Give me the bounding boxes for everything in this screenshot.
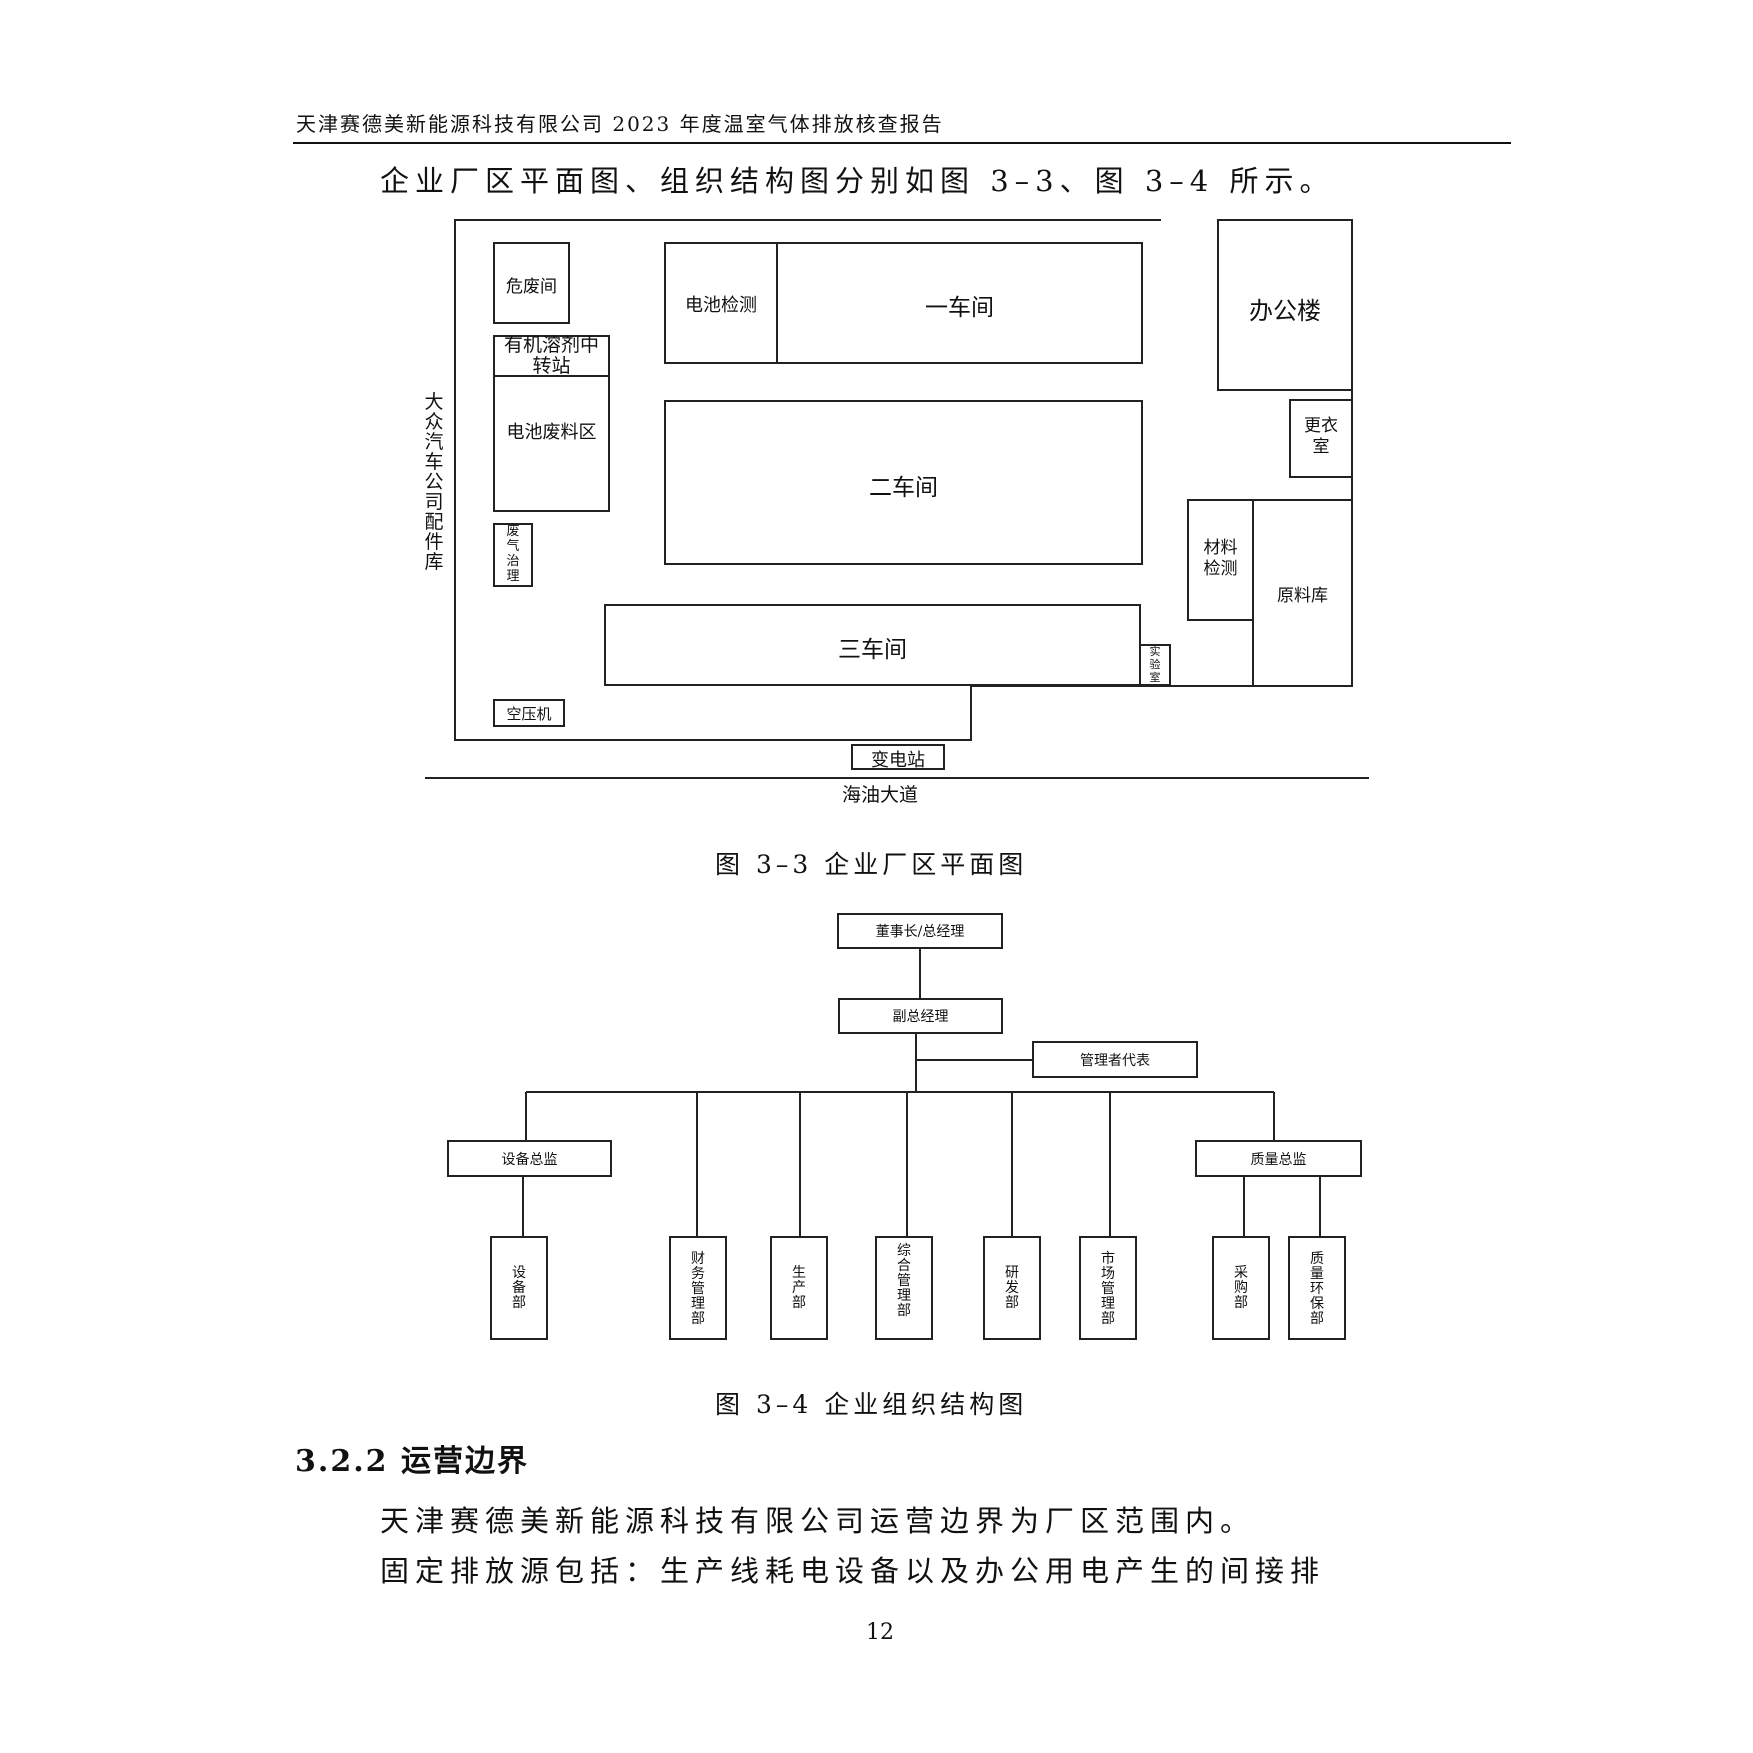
intro-paragraph: 企业厂区平面图、组织结构图分别如图 3–3、图 3–4 所示。 <box>380 164 1335 198</box>
section-heading: 3.2.2 运营边界 <box>295 1444 529 1479</box>
workshop-2-label: 二车间 <box>869 475 938 501</box>
workshop-3-label: 三车间 <box>838 637 907 663</box>
page-header: 天津赛德美新能源科技有限公司 2023 年度温室气体排放核查报告 <box>296 112 944 136</box>
office-box <box>1217 219 1353 391</box>
deputy-label: 副总经理 <box>892 1009 949 1025</box>
substation-label: 变电站 <box>871 750 925 771</box>
org-chart-caption: 图 3–4 企业组织结构图 <box>715 1390 1028 1419</box>
chairman-label: 董事长/总经理 <box>875 924 965 940</box>
road-label: 海油大道 <box>841 784 918 806</box>
department-label: 质量环保部 <box>1310 1251 1324 1327</box>
locker-box <box>1289 399 1353 478</box>
finance-dept-box <box>669 1236 727 1340</box>
section-paragraph-1: 天津赛德美新能源科技有限公司运营边界为厂区范围内。 <box>380 1504 1256 1538</box>
header-rule <box>293 142 1511 144</box>
deputy-box <box>838 998 1003 1034</box>
compressor-box <box>493 699 565 727</box>
page-number: 12 <box>866 1620 894 1645</box>
department-label: 财务管理部 <box>691 1251 705 1327</box>
locker-label: 更衣室 <box>1304 416 1338 457</box>
department-label: 市场管理部 <box>1101 1251 1115 1327</box>
solvent-station-label: 有机溶剂中转站 <box>503 334 599 377</box>
compressor-label: 空压机 <box>506 705 552 723</box>
market-dept-box <box>1079 1236 1137 1340</box>
quality-env-dept-box <box>1288 1236 1346 1340</box>
department-label: 采购部 <box>1234 1265 1248 1311</box>
workshop-1-box <box>776 242 1143 364</box>
lab-label: 实验室 <box>1149 645 1161 684</box>
section-paragraph-2: 固定排放源包括：生产线耗电设备以及办公用电产生的间接排 <box>380 1554 1326 1588</box>
equipment-director-label: 设备总监 <box>501 1152 558 1168</box>
rd-dept-box <box>983 1236 1041 1340</box>
raw-store-box <box>1252 499 1353 687</box>
substation-box <box>851 744 945 770</box>
battery-waste-label: 电池废料区 <box>506 422 597 443</box>
equipment-director-box <box>447 1140 612 1177</box>
department-label: 设备部 <box>512 1265 526 1311</box>
quality-director-label: 质量总监 <box>1250 1152 1307 1168</box>
equipment-dept-box <box>490 1236 548 1340</box>
site-plan-caption: 图 3–3 企业厂区平面图 <box>715 850 1028 879</box>
raw-store-label: 原料库 <box>1277 586 1328 606</box>
mgmt-rep-label: 管理者代表 <box>1080 1053 1150 1069</box>
department-label: 生产部 <box>792 1265 806 1311</box>
lab-box <box>1139 644 1171 686</box>
quality-director-box <box>1195 1140 1362 1177</box>
exhaust-treatment-box <box>493 523 533 587</box>
office-label: 办公楼 <box>1249 297 1321 325</box>
hazardous-waste-label: 危废间 <box>506 277 557 297</box>
purchase-dept-box <box>1212 1236 1270 1340</box>
general-mgmt-dept-box <box>875 1236 933 1340</box>
exhaust-treatment-label: 废气治理 <box>506 524 520 584</box>
mgmt-rep-box <box>1032 1041 1198 1078</box>
west-neighbor-label: 大众汽车公司配件库 <box>424 391 444 573</box>
workshop-2-box <box>664 400 1143 565</box>
department-label: 综合管理部 <box>897 1243 911 1319</box>
battery-test-label: 电池检测 <box>685 295 757 316</box>
battery-waste-box <box>493 375 610 512</box>
department-label: 研发部 <box>1005 1265 1019 1311</box>
production-dept-box <box>770 1236 828 1340</box>
hazardous-waste-box <box>493 242 570 324</box>
workshop-1-label: 一车间 <box>925 295 994 321</box>
material-test-label: 材料检测 <box>1203 538 1238 579</box>
